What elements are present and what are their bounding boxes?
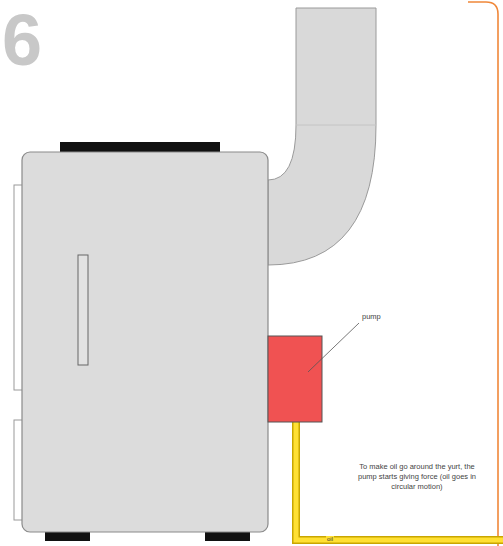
oil-pipe xyxy=(296,420,503,540)
chimney-pipe xyxy=(268,8,376,265)
leader-line xyxy=(308,323,359,372)
chimney-joint xyxy=(296,125,376,126)
pump-box xyxy=(268,336,322,422)
part-label: pump xyxy=(362,312,381,321)
oil-pipe-edge xyxy=(296,420,503,540)
pipe-label: oil xyxy=(326,536,334,542)
stove-body xyxy=(22,152,268,532)
slide-number: 6 xyxy=(2,4,42,76)
door-handle xyxy=(78,255,88,365)
note-text: To make oil go around the yurt, the pump… xyxy=(350,462,484,492)
top-plate xyxy=(60,142,220,152)
